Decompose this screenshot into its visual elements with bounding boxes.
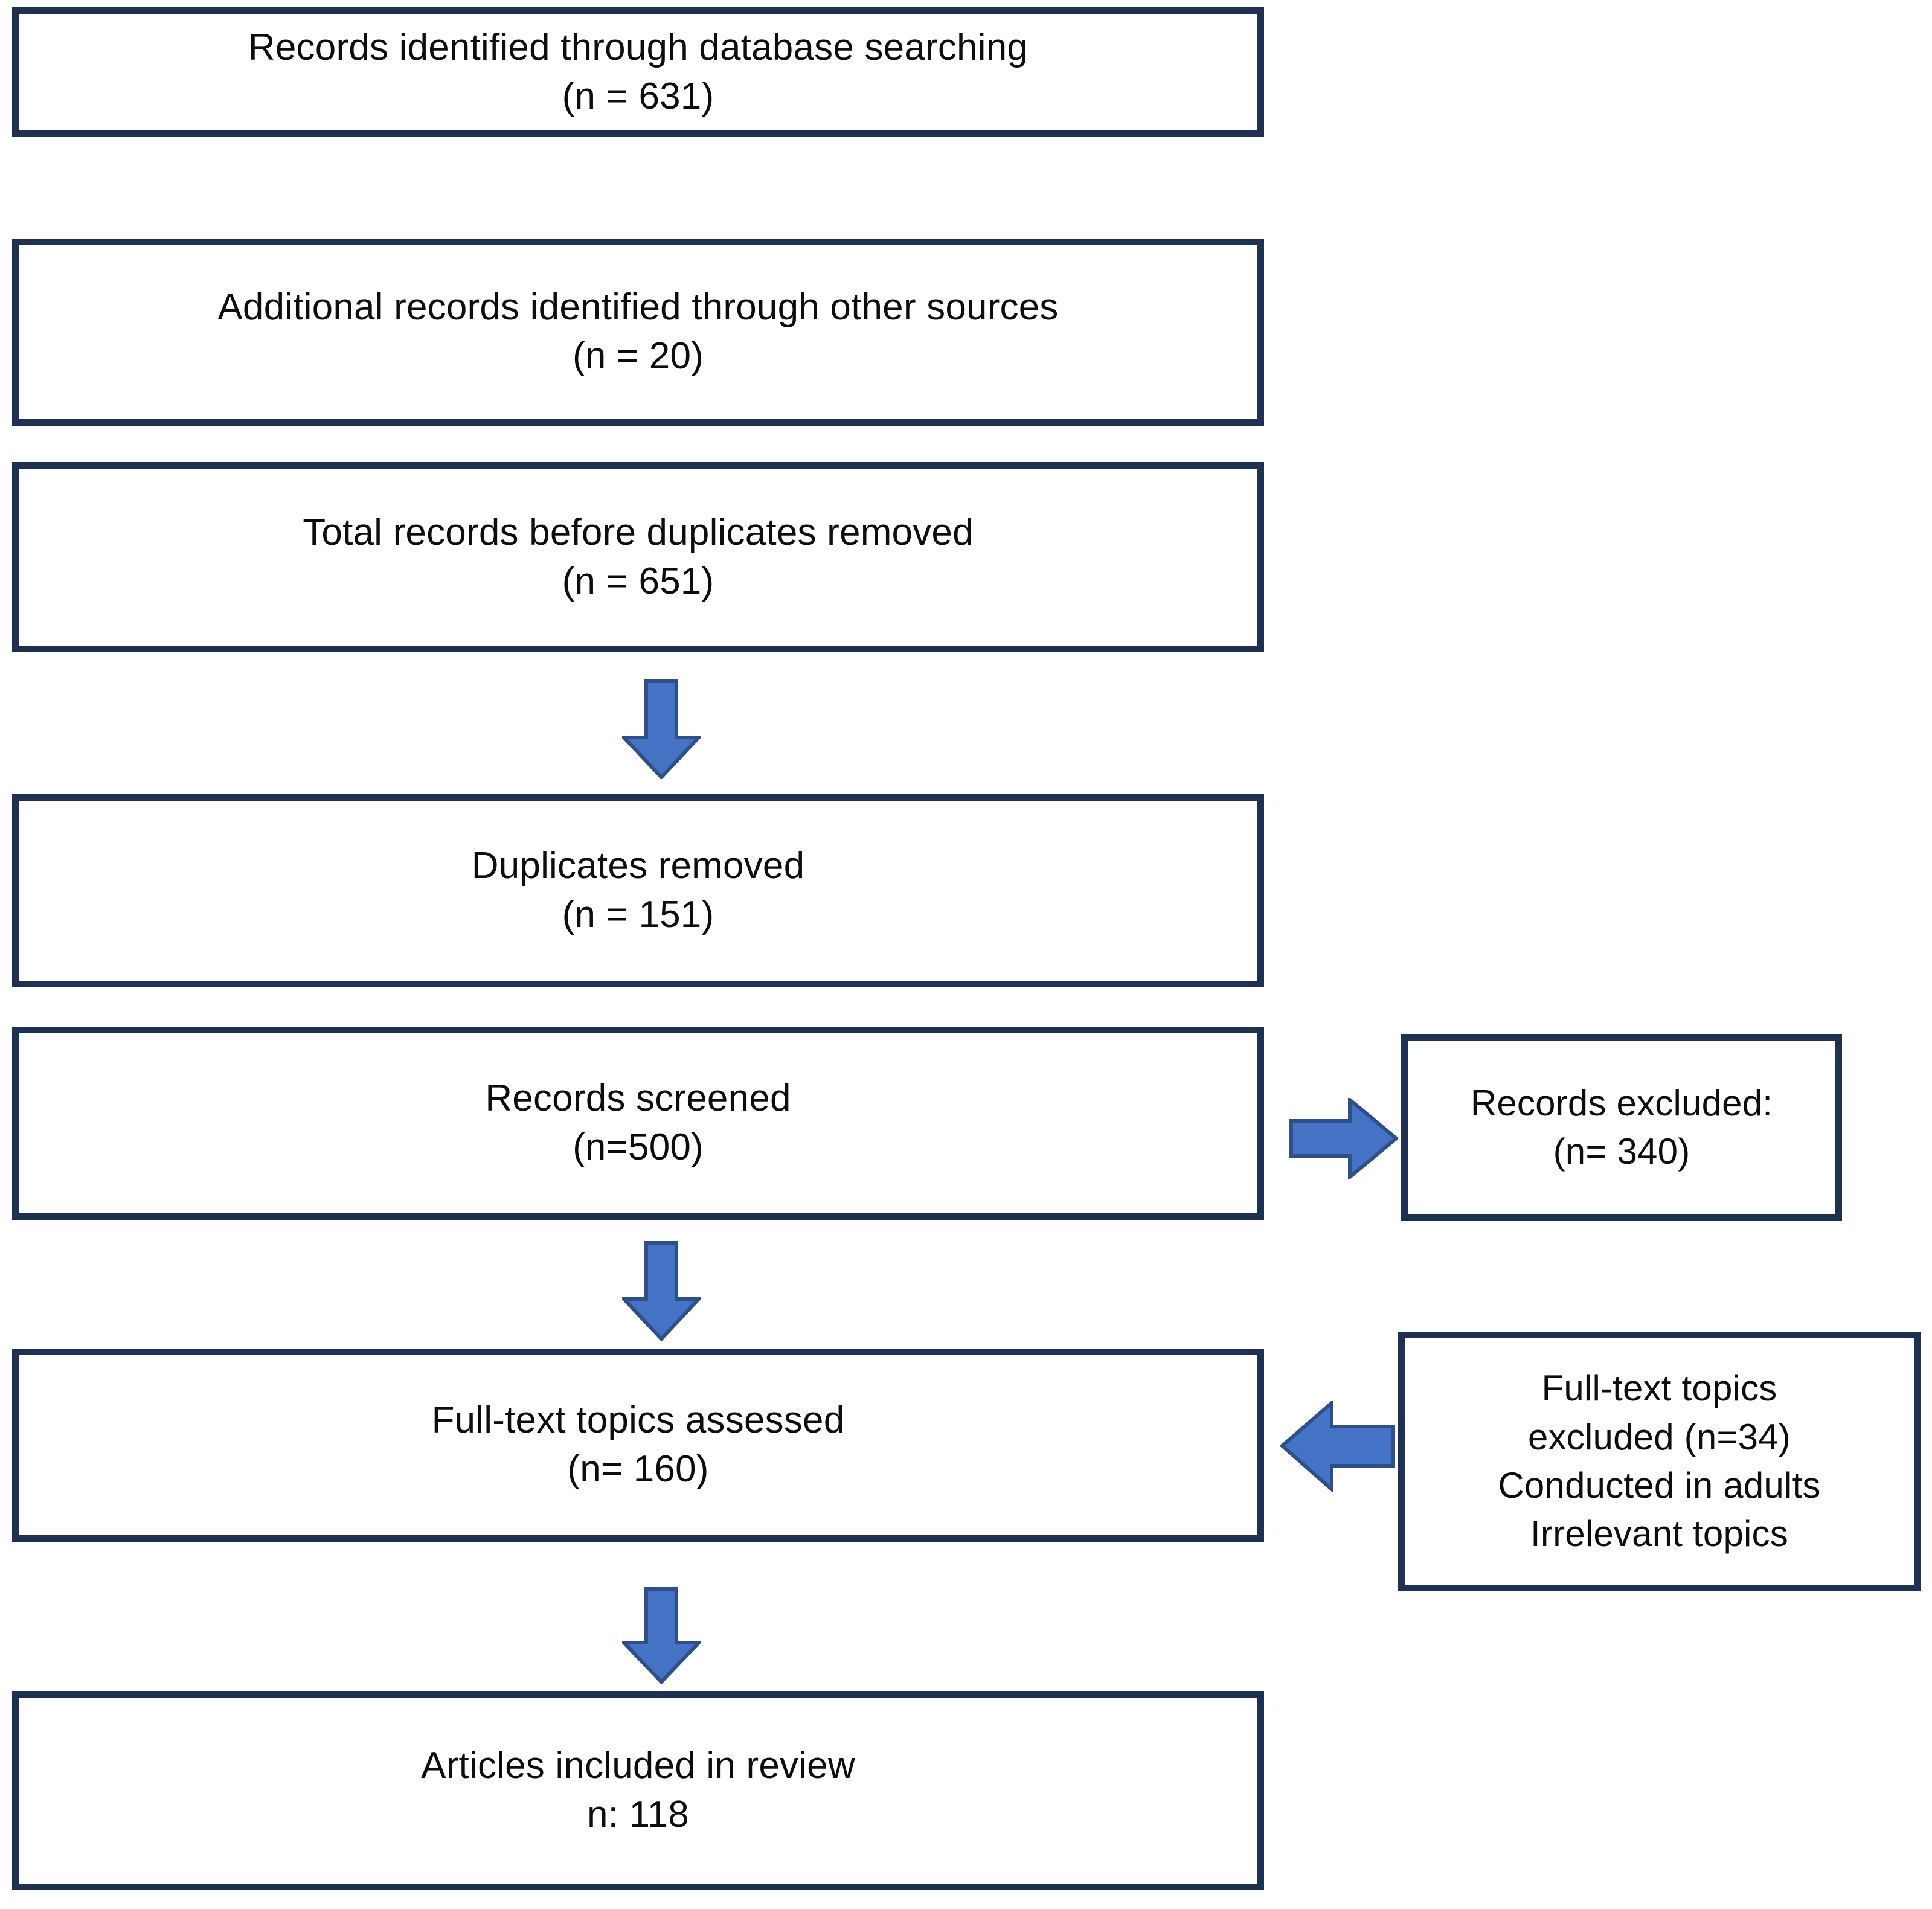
arrow-duplicates-down-icon (622, 679, 701, 779)
box-articles-included-in-review: Articles included in review n: 118 (12, 1691, 1264, 1890)
box-additional-records-other-sources: Additional records identified through ot… (12, 239, 1264, 426)
box-records-excluded: Records excluded: (n= 340) (1401, 1034, 1842, 1221)
arrow-screened-to-excluded-right-icon (1289, 1098, 1398, 1179)
arrow-fulltext-excluded-left-icon (1280, 1401, 1395, 1492)
box-full-text-topics-excluded: Full-text topics excluded (n=34) Conduct… (1398, 1332, 1921, 1591)
box-total-records-before-duplicates: Total records before duplicates removed … (12, 462, 1264, 652)
box-line: Irrelevant topics (1530, 1513, 1788, 1554)
box-line: (n = 20) (573, 335, 704, 377)
box-line: (n=500) (573, 1126, 704, 1168)
box-line: Additional records identified through ot… (217, 286, 1059, 329)
box-line: Full-text topics (1541, 1368, 1777, 1409)
box-line: Total records before duplicates removed (303, 511, 974, 553)
box-line: Records excluded: (1470, 1082, 1773, 1123)
box-line: Records identified through database sear… (248, 26, 1029, 68)
box-line: excluded (n=34) (1528, 1416, 1791, 1457)
arrow-fulltext-to-included-down-icon (622, 1587, 701, 1684)
box-records-screened: Records screened (n=500) (12, 1027, 1264, 1220)
arrow-screened-to-fulltext-down-icon (622, 1241, 701, 1341)
box-line: n: 118 (587, 1794, 689, 1835)
box-line: (n = 651) (562, 560, 714, 602)
box-line: (n= 340) (1553, 1131, 1690, 1172)
box-duplicates-removed: Duplicates removed (n = 151) (12, 794, 1264, 987)
box-line: Duplicates removed (471, 845, 805, 887)
box-records-identified-database: Records identified through database sear… (12, 7, 1264, 137)
box-line: Records screened (485, 1077, 791, 1120)
box-line: Full-text topics assessed (431, 1399, 845, 1442)
box-line: Conducted in adults (1498, 1465, 1821, 1506)
box-line: Articles included in review (421, 1745, 855, 1787)
box-line: (n= 160) (567, 1448, 709, 1490)
box-full-text-topics-assessed: Full-text topics assessed (n= 160) (12, 1349, 1264, 1542)
box-line: (n = 151) (562, 894, 714, 935)
box-line: (n = 631) (562, 75, 714, 117)
